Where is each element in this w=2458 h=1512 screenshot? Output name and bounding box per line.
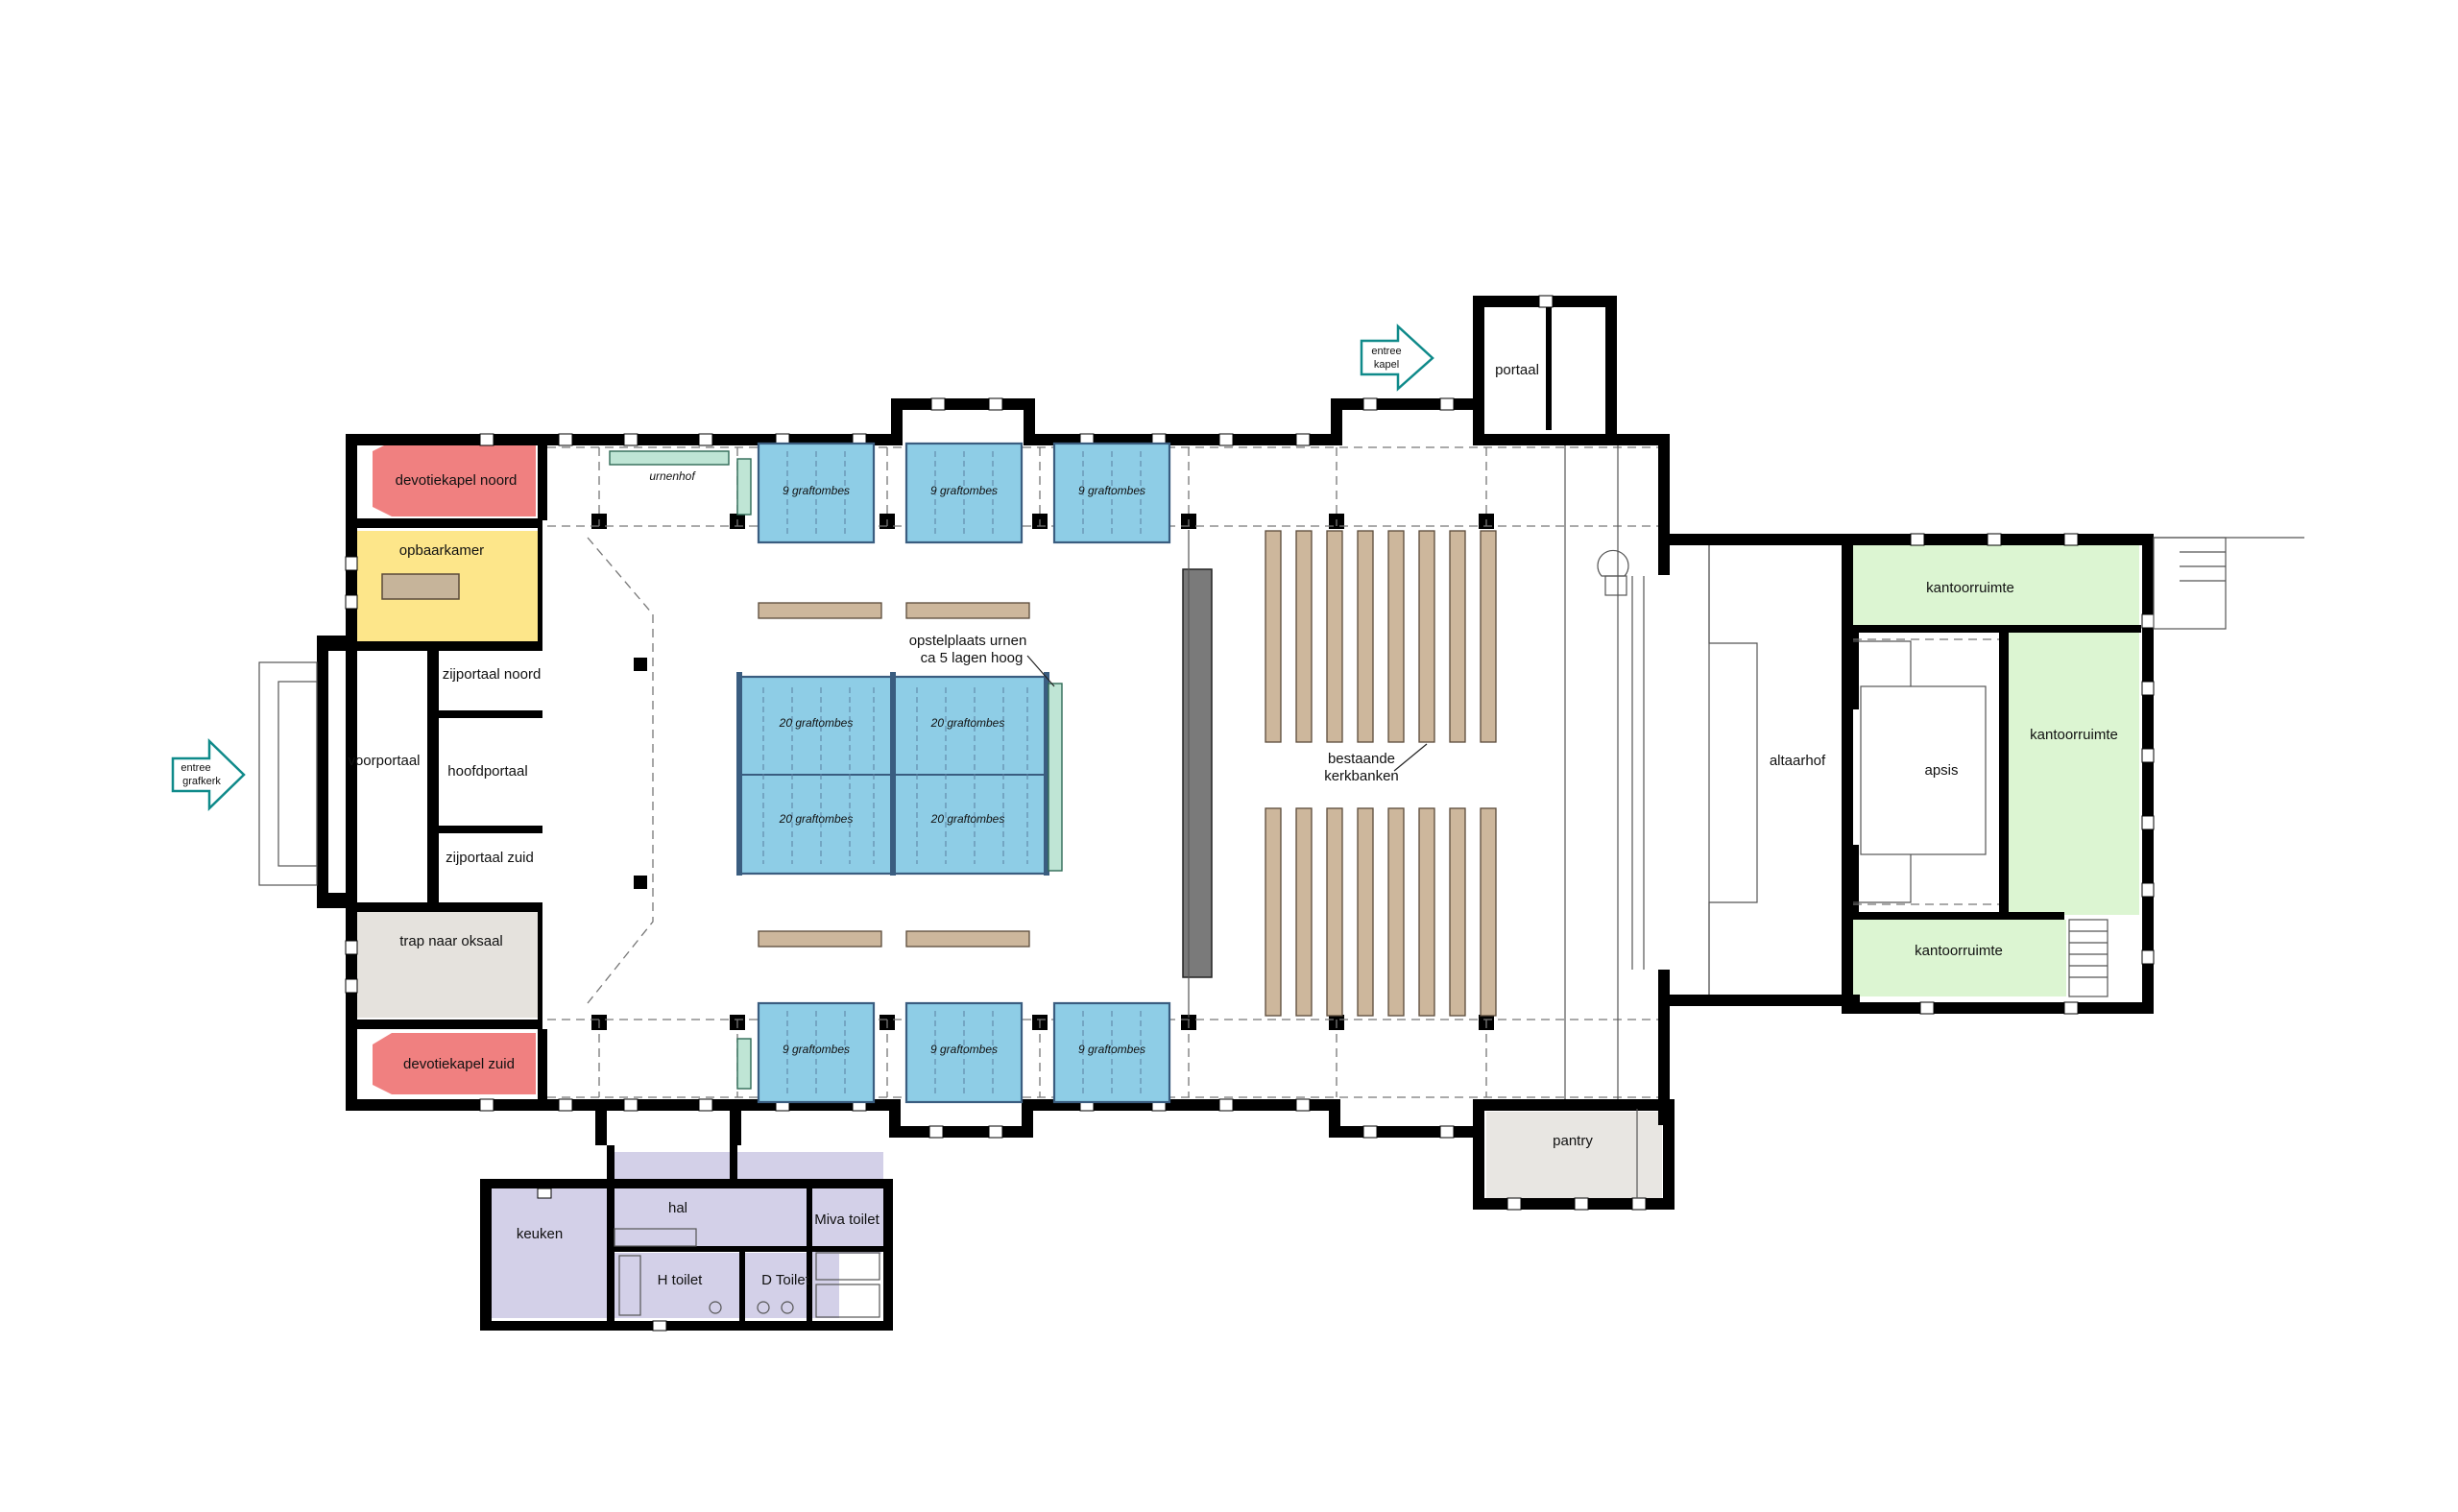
label-h-toilet: H toilet [658, 1272, 704, 1288]
annotation-kerkbanken-2: kerkbanken [1324, 768, 1399, 784]
label-tomb-center-1: 20 graftombes [779, 716, 854, 730]
altar-screen [1182, 568, 1213, 978]
label-tomb-center-4: 20 graftombes [930, 812, 1005, 826]
room-kantoorruimte-3 [1853, 920, 2066, 996]
room-h-toilet [614, 1253, 739, 1318]
benches [758, 602, 1030, 948]
graftombes [736, 442, 1171, 1104]
room-kantoorruimte-2 [2009, 632, 2139, 915]
label-kantoorruimte-3: kantoorruimte [1915, 943, 2003, 959]
label-altaarhof: altaarhof [1770, 753, 1826, 769]
leader-kerkbanken [1393, 743, 1428, 772]
room-d-toilet [745, 1253, 839, 1318]
annotation-opstelplaats-2: ca 5 lagen hoog [921, 650, 1024, 666]
room-labels: devotiekapel noord opbaarkamer zijportaa… [348, 362, 2117, 1288]
room-miva-toilet [812, 1188, 881, 1254]
label-opbaarkamer: opbaarkamer [399, 542, 484, 559]
walls [317, 296, 2154, 1331]
entree-kapel-label-1: entree [1371, 346, 1401, 357]
label-tomb-south-1: 9 graftombes [783, 1043, 850, 1056]
leader-opstelplaats [1026, 655, 1055, 687]
room-devotiekapel-noord [373, 442, 536, 516]
label-tomb-center-3: 20 graftombes [779, 812, 854, 826]
tomb-labels: 9 graftombes 9 graftombes 9 graftombes 2… [779, 484, 1145, 1056]
label-zijportaal-zuid: zijportaal zuid [446, 850, 534, 866]
label-tomb-north-1: 9 graftombes [783, 484, 850, 497]
label-kantoorruimte-2: kantoorruimte [2030, 727, 2118, 743]
label-d-toilet: D Toilet [761, 1272, 810, 1288]
room-fills [357, 442, 2139, 1318]
label-kantoorruimte-1: kantoorruimte [1926, 580, 2014, 596]
label-portaal: portaal [1495, 362, 1539, 378]
chancel-lines [1564, 445, 1987, 1198]
entree-kapel-label-2: kapel [1374, 359, 1399, 371]
stairs [2068, 537, 2304, 997]
label-devotiekapel-zuid: devotiekapel zuid [403, 1056, 515, 1072]
label-miva-toilet: Miva toilet [814, 1212, 880, 1228]
label-tomb-north-2: 9 graftombes [930, 484, 998, 497]
annex-fixtures [614, 1228, 880, 1318]
front-steps [258, 661, 318, 886]
label-voorportaal: voorportaal [348, 753, 420, 769]
label-trap-oksaal: trap naar oksaal [399, 933, 503, 949]
label-tomb-south-3: 9 graftombes [1078, 1043, 1145, 1056]
room-keuken [492, 1188, 609, 1318]
label-tomb-south-2: 9 graftombes [930, 1043, 998, 1056]
annotation-opstelplaats-1: opstelplaats urnen [909, 633, 1027, 649]
entree-kapel-arrow[interactable]: entree kapel [1360, 324, 1434, 392]
room-kantoorruimte-1 [1853, 545, 2139, 627]
label-pantry: pantry [1553, 1133, 1593, 1149]
label-apsis: apsis [1924, 762, 1958, 779]
label-keuken: keuken [517, 1226, 563, 1242]
entree-grafkerk-label-2: grafkerk [182, 776, 221, 787]
label-hoofdportaal: hoofdportaal [447, 763, 527, 780]
kerkbanken [1265, 530, 1497, 1017]
windows [345, 295, 2155, 1332]
tomb-north-3 [1052, 442, 1171, 544]
urn-stands [609, 450, 1063, 1090]
label-urnenhof: urnenhof [649, 469, 696, 483]
room-pantry [1486, 1112, 1662, 1200]
annotations: opstelplaats urnen ca 5 lagen hoog besta… [909, 633, 1428, 784]
entree-grafkerk-arrow[interactable]: entree grafkerk [171, 738, 246, 811]
label-devotiekapel-noord: devotiekapel noord [396, 472, 518, 489]
label-tomb-north-3: 9 graftombes [1078, 484, 1145, 497]
label-zijportaal-noord: zijportaal noord [443, 666, 542, 683]
annotation-kerkbanken-1: bestaande [1328, 751, 1395, 767]
room-devotiekapel-zuid [373, 1033, 536, 1094]
room-trap-oksaal [357, 905, 540, 1018]
label-hal: hal [668, 1200, 687, 1216]
label-tomb-center-2: 20 graftombes [930, 716, 1005, 730]
opbaar-tafel [381, 573, 460, 600]
entree-grafkerk-label-1: entree [181, 762, 210, 774]
